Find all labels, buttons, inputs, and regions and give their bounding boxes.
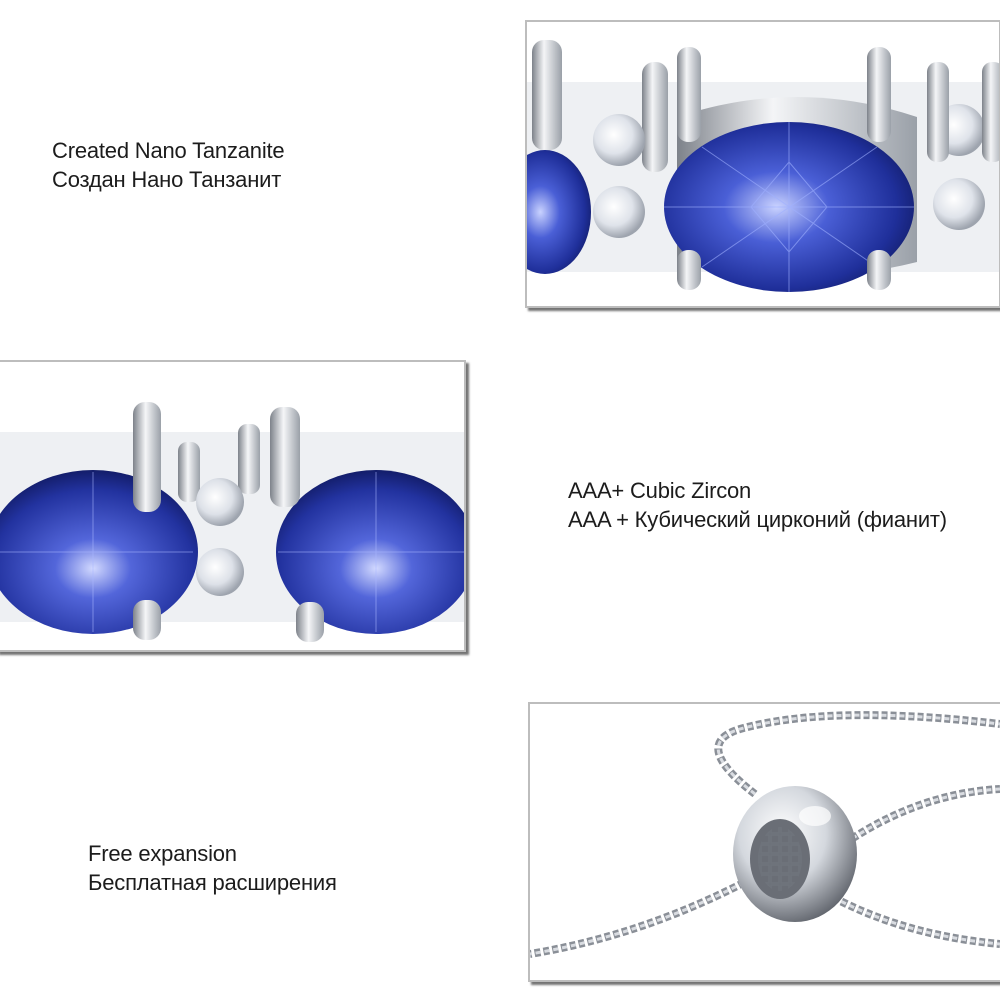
section-1-caption: Created Nano Tanzanite Создан Нано Танза… [52, 136, 285, 194]
section-1-label-en: Created Nano Tanzanite [52, 138, 285, 163]
chain-slider-image [528, 702, 1000, 982]
section-2-caption: AAA+ Cubic Zircon AAA + Кубический цирко… [568, 476, 947, 534]
section-3-label-ru: Бесплатная расширения [88, 870, 337, 895]
tanzanite-closeup-image [525, 20, 1000, 308]
section-3-caption: Free expansion Бесплатная расширения [88, 839, 337, 897]
section-2-label-en: AAA+ Cubic Zircon [568, 478, 752, 503]
chain-slider-illustration [530, 704, 1000, 980]
section-3-label-en: Free expansion [88, 841, 237, 866]
section-2-label-ru: AAA + Кубический цирконий (фианит) [568, 507, 947, 532]
tanzanite-photo-illustration [527, 22, 999, 306]
zircon-closeup-image [0, 360, 466, 652]
zircon-photo-illustration [0, 362, 464, 650]
section-1-label-ru: Создан Нано Танзанит [52, 167, 282, 192]
